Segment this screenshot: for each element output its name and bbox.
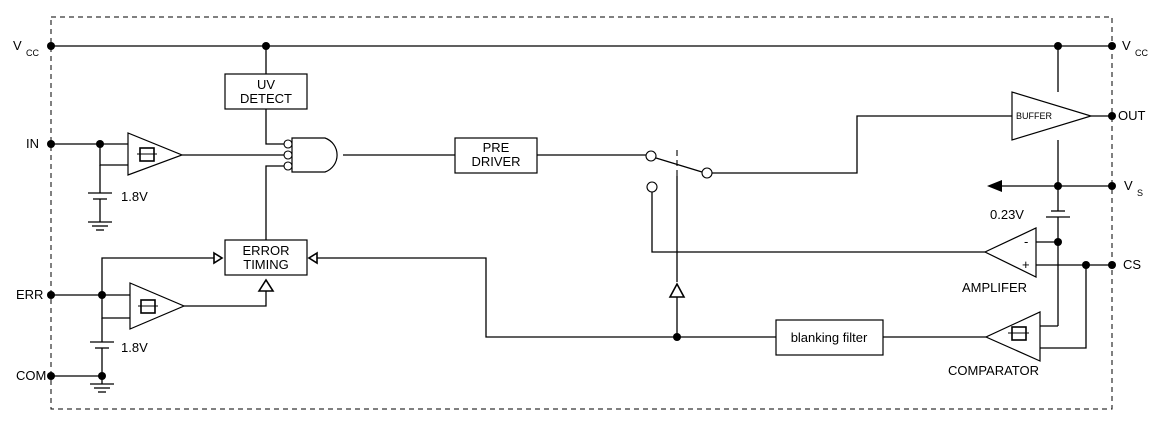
- junction-dots: [47, 42, 1116, 380]
- pin-vcc-right: V CC: [1122, 38, 1148, 58]
- junction-dot: [673, 333, 681, 341]
- pin-com: COM: [16, 368, 46, 383]
- junction-dot: [96, 140, 104, 148]
- amplifier-block: - +: [983, 227, 1037, 278]
- uv-detect-line2: DETECT: [240, 91, 292, 106]
- err-ref-wire: [101, 295, 130, 319]
- in-schmitt-buffer: [127, 132, 184, 176]
- err-ref-voltage: 1.8V: [121, 340, 148, 355]
- junction-dot: [47, 42, 55, 50]
- filter-to-error-wire: [317, 257, 776, 338]
- offset-voltage: 0.23V: [990, 207, 1024, 222]
- amp-plus-label: +: [1022, 257, 1030, 272]
- cs-to-comparator-wire: [1040, 265, 1087, 349]
- junction-dot: [47, 140, 55, 148]
- switch-icon: [645, 150, 713, 337]
- amplifier-label: AMPLIFER: [962, 280, 1027, 295]
- junction-dot: [1108, 112, 1116, 120]
- svg-text:V: V: [1122, 38, 1131, 53]
- in-ref-wire: [99, 144, 128, 166]
- in-ref-voltage: 1.8V: [121, 189, 148, 204]
- junction-dot: [47, 372, 55, 380]
- blanking-filter-label: blanking filter: [791, 330, 868, 345]
- amp-minus-label: -: [1024, 234, 1028, 249]
- junction-dot: [47, 291, 55, 299]
- pre-driver-line2: DRIVER: [471, 154, 520, 169]
- svg-text:CC: CC: [26, 48, 39, 58]
- chip-boundary: [50, 16, 1113, 410]
- pre-driver-block: PRE DRIVER: [454, 137, 538, 174]
- pin-out: OUT: [1118, 108, 1146, 123]
- pin-cs: CS: [1123, 257, 1141, 272]
- pre-driver-line1: PRE: [483, 140, 510, 155]
- vs-arrow-icon: [987, 180, 1002, 192]
- svg-text:S: S: [1137, 188, 1143, 198]
- comparator-label: COMPARATOR: [948, 363, 1039, 378]
- svg-text:V: V: [13, 38, 22, 53]
- junction-dot: [1082, 261, 1090, 269]
- ground-icon: [88, 221, 112, 231]
- pin-err: ERR: [16, 287, 43, 302]
- err-buffer-to-error-wire: [184, 291, 267, 307]
- svg-text:V: V: [1124, 178, 1133, 193]
- error-timing-block: ERROR TIMING: [224, 239, 308, 276]
- junction-dot: [262, 42, 270, 50]
- svg-text:CC: CC: [1135, 48, 1148, 58]
- err-ground-icon: [90, 383, 114, 393]
- junction-dot: [1054, 42, 1062, 50]
- junction-dot: [1108, 182, 1116, 190]
- junction-dot: [98, 291, 106, 299]
- error-input-arrow-left: [213, 251, 224, 265]
- uv-detect-block: UV DETECT: [224, 73, 308, 110]
- battery-icon: [88, 192, 112, 222]
- junction-dot: [1108, 261, 1116, 269]
- error-to-gate-wire: [265, 165, 284, 240]
- junction-dot: [1054, 238, 1062, 246]
- offset-battery-icon: [1046, 210, 1070, 218]
- pin-vcc-left: V CC: [13, 38, 39, 58]
- switch-actuator-arrow: [668, 282, 686, 298]
- gate-input-bubble-1: [283, 139, 293, 149]
- err-to-error-wire: [101, 257, 214, 295]
- switch-to-buffer-wire: [712, 115, 1012, 174]
- buffer-label: BUFFER: [1016, 111, 1053, 121]
- junction-dot: [1108, 42, 1116, 50]
- junction-dot: [98, 372, 106, 380]
- err-schmitt-buffer: [129, 282, 186, 330]
- uv-detect-line1: UV: [257, 77, 275, 92]
- buffer-block: BUFFER: [1011, 91, 1094, 141]
- error-input-arrow-right: [307, 251, 318, 265]
- comparator-block: [984, 311, 1041, 362]
- gate-input-bubble-2: [283, 150, 293, 160]
- pin-in: IN: [26, 136, 39, 151]
- error-timing-line1: ERROR: [243, 243, 290, 258]
- error-input-arrow-bottom: [257, 278, 275, 292]
- blanking-filter-block: blanking filter: [775, 319, 884, 356]
- gate-input-bubble-3: [283, 161, 293, 171]
- switch-to-amp-wire: [651, 192, 985, 253]
- uv-to-gate-wire: [265, 109, 284, 145]
- junction-dot: [1054, 182, 1062, 190]
- error-timing-line2: TIMING: [243, 257, 289, 272]
- pin-vs: V S: [1124, 178, 1143, 198]
- and-gate: [283, 137, 338, 173]
